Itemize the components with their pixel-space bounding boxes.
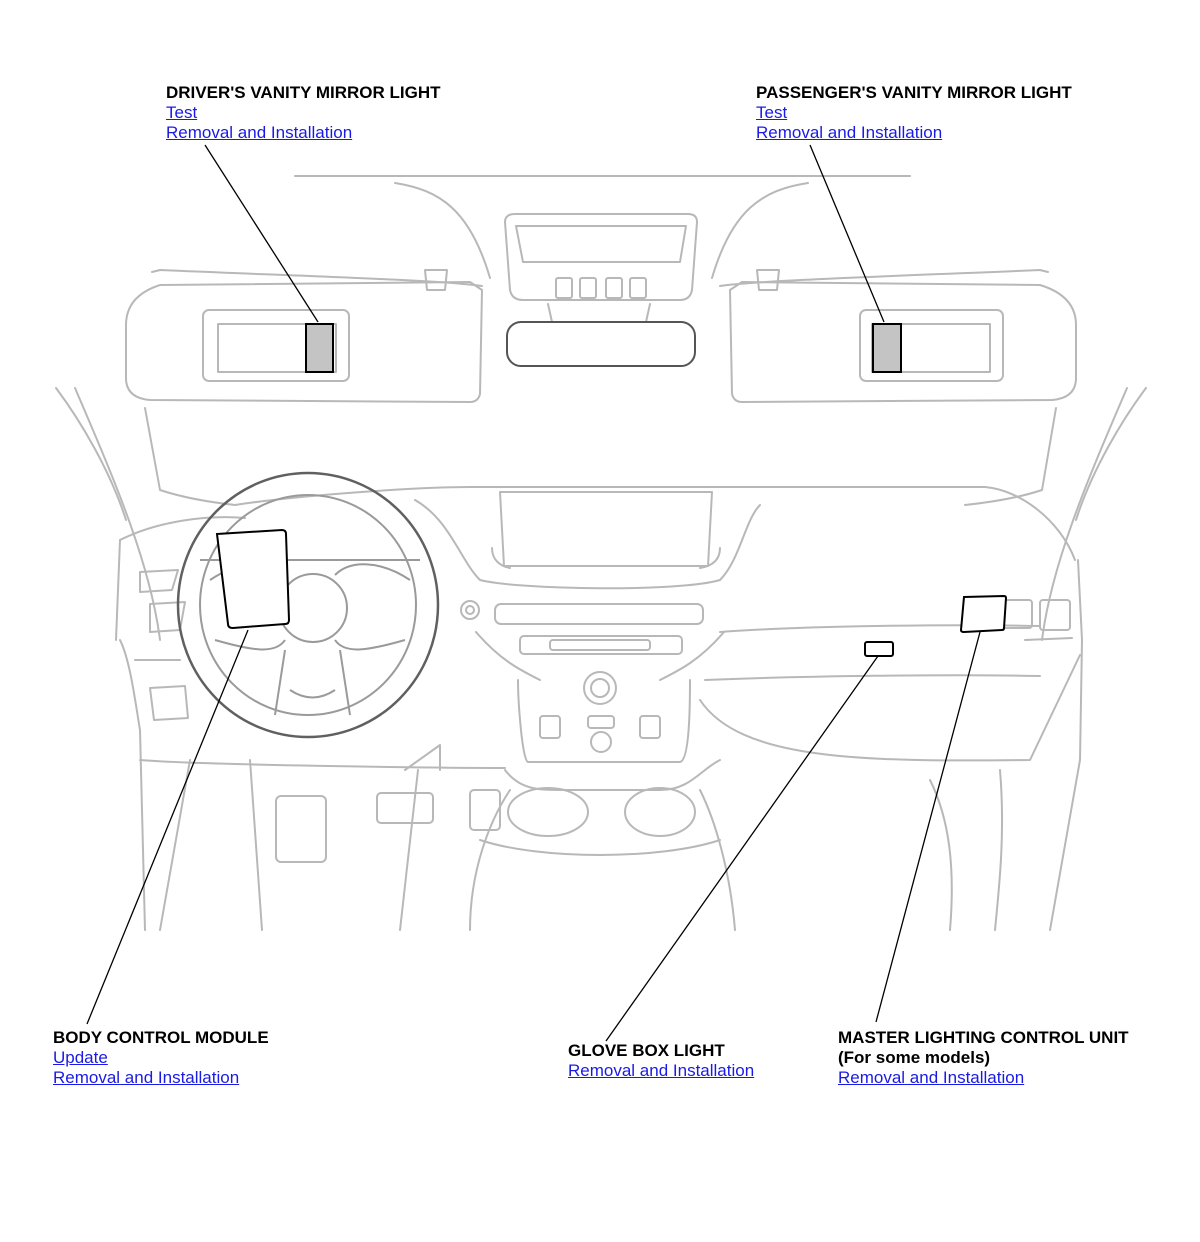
- passengers-mirror-test-link[interactable]: Test: [756, 103, 788, 122]
- callout-drivers-vanity-mirror-light: DRIVER'S VANITY MIRROR LIGHT Test Remova…: [166, 83, 440, 143]
- leader-drivers-mirror: [204, 144, 319, 323]
- callout-passengers-vanity-mirror-light: PASSENGER'S VANITY MIRROR LIGHT Test Rem…: [756, 83, 1072, 143]
- leader-glove-box-light: [605, 655, 879, 1042]
- drivers-mirror-test-link[interactable]: Test: [166, 103, 198, 122]
- passengers-vanity-light: [872, 323, 902, 373]
- leader-body-control-module: [86, 629, 249, 1025]
- callout-glove-box-light: GLOVE BOX LIGHT Removal and Installation: [568, 1041, 754, 1081]
- bcm-update-link[interactable]: Update: [53, 1048, 108, 1067]
- leader-lines: [86, 144, 981, 1042]
- bcm-removal-link[interactable]: Removal and Installation: [53, 1068, 240, 1087]
- master-lighting-control-unit: [959, 594, 1008, 634]
- body-control-module: [215, 528, 291, 630]
- master-lighting-removal-link[interactable]: Removal and Installation: [838, 1068, 1025, 1087]
- glove-box-removal-link[interactable]: Removal and Installation: [568, 1061, 755, 1080]
- callout-body-control-module: BODY CONTROL MODULE Update Removal and I…: [53, 1028, 269, 1088]
- interior-outline: [55, 175, 1147, 931]
- glove-box-light: [864, 641, 894, 657]
- bcm-title: BODY CONTROL MODULE: [53, 1028, 269, 1047]
- master-lighting-title: MASTER LIGHTING CONTROL UNIT: [838, 1028, 1129, 1047]
- glove-box-title: GLOVE BOX LIGHT: [568, 1041, 725, 1060]
- drivers-mirror-title: DRIVER'S VANITY MIRROR LIGHT: [166, 83, 441, 102]
- passengers-mirror-title: PASSENGER'S VANITY MIRROR LIGHT: [756, 83, 1072, 102]
- leader-passengers-mirror: [809, 144, 885, 323]
- passengers-mirror-removal-link[interactable]: Removal and Installation: [756, 123, 943, 142]
- highlighted-components: [215, 323, 1008, 657]
- steering-wheel: [176, 471, 440, 739]
- leader-master-lighting: [875, 631, 981, 1023]
- master-lighting-subtitle: (For some models): [838, 1048, 991, 1067]
- drivers-mirror-removal-link[interactable]: Removal and Installation: [166, 123, 353, 142]
- drivers-vanity-light: [305, 323, 334, 373]
- callout-master-lighting-control-unit: MASTER LIGHTING CONTROL UNIT (For some m…: [838, 1028, 1129, 1088]
